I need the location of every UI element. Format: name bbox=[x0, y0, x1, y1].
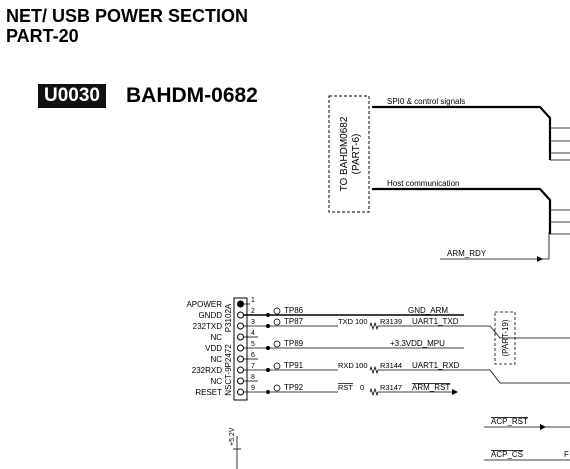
test-point-label: TP87 bbox=[284, 317, 304, 326]
txd-resistor-ref: R3139 bbox=[380, 317, 402, 326]
acp-cs-label: ACP_CS bbox=[491, 450, 523, 459]
spi-bus-line bbox=[372, 105, 552, 160]
acp-rst-arrow bbox=[540, 424, 546, 430]
test-point-label: TP86 bbox=[284, 306, 304, 315]
resistor-r3147 bbox=[369, 387, 379, 397]
pin-number: 1 bbox=[251, 297, 255, 304]
arm-rdy-label: ARM_RDY bbox=[447, 249, 487, 258]
pin-number: 2 bbox=[251, 308, 255, 315]
pin-number: 5 bbox=[251, 341, 255, 348]
resistor-r3139 bbox=[369, 321, 379, 331]
net-name: UART1_TXD bbox=[412, 317, 459, 326]
uart1-rxd-wire bbox=[378, 369, 570, 384]
unit-badge: U0030 bbox=[38, 84, 106, 108]
host-bus-label: Host communication bbox=[387, 179, 459, 188]
connector-ref: P3102A bbox=[224, 303, 233, 332]
pin-number: 6 bbox=[251, 352, 255, 359]
txd-resistor-value: 100 bbox=[355, 317, 368, 326]
test-point-label: TP92 bbox=[284, 383, 304, 392]
pin-number: 8 bbox=[251, 374, 255, 381]
connector-pins bbox=[237, 300, 244, 396]
rxd-resistor-ref: R3144 bbox=[380, 361, 402, 370]
arm-rdy-arrow bbox=[537, 256, 543, 262]
net-name: GND_ARM bbox=[408, 306, 448, 315]
svg-text:F: F bbox=[564, 450, 569, 459]
pin-label: NC bbox=[210, 377, 222, 386]
pin-number: 7 bbox=[251, 363, 255, 370]
pin-label: VDD bbox=[205, 344, 222, 353]
txd-bus-wire bbox=[464, 325, 570, 339]
pin-label: 232TXD bbox=[193, 322, 223, 331]
txd-signal: TXD bbox=[338, 317, 354, 326]
net-name: ARM_RST bbox=[412, 383, 450, 392]
connector-body bbox=[233, 297, 248, 401]
pin-label: GNDD bbox=[198, 311, 222, 320]
pin-label: RESET bbox=[195, 388, 222, 397]
reference-line2: (PART-6) bbox=[351, 134, 362, 175]
part-number-title: PART-20 bbox=[6, 26, 79, 46]
rxd-signal: RXD bbox=[338, 361, 354, 370]
pin-number: 4 bbox=[251, 330, 255, 337]
test-point-label: TP89 bbox=[284, 339, 304, 348]
part-name: BAHDM-0682 bbox=[126, 84, 258, 107]
pin-label: NC bbox=[210, 355, 222, 364]
rst-signal: RST bbox=[338, 383, 353, 392]
pin-label: 232RXD bbox=[192, 366, 222, 375]
pin-label: APOWER bbox=[186, 300, 222, 309]
host-bus-line bbox=[372, 187, 552, 234]
connector-part: NSCT-9P2472 bbox=[224, 344, 233, 396]
pin-number: 9 bbox=[251, 385, 255, 392]
rxd-resistor-value: 100 bbox=[355, 361, 368, 370]
part19-box bbox=[494, 311, 516, 365]
part19-label: (PART-19) bbox=[501, 319, 510, 356]
net-name: +3.3VDD_MPU bbox=[390, 339, 445, 348]
acp-rst-label: ACP_RST bbox=[491, 417, 528, 426]
resistor-r3144 bbox=[369, 365, 379, 375]
test-point-label: TP91 bbox=[284, 361, 304, 370]
arm-rst-arrow bbox=[452, 389, 458, 395]
spi-bus-label: SPI0 & control signals bbox=[387, 97, 465, 106]
net-name: UART1_RXD bbox=[412, 361, 460, 370]
reference-line1: TO BAHDM0682 bbox=[339, 116, 350, 191]
pin-label: NC bbox=[210, 333, 222, 342]
pin-number: 3 bbox=[251, 319, 255, 326]
rst-resistor-value: 0 bbox=[360, 383, 364, 392]
test-points bbox=[273, 307, 281, 392]
supply-voltage: +5.2V bbox=[229, 427, 236, 446]
section-title: NET/ USB POWER SECTION bbox=[6, 6, 249, 26]
reference-box bbox=[328, 95, 370, 213]
rst-resistor-ref: R3147 bbox=[380, 383, 402, 392]
